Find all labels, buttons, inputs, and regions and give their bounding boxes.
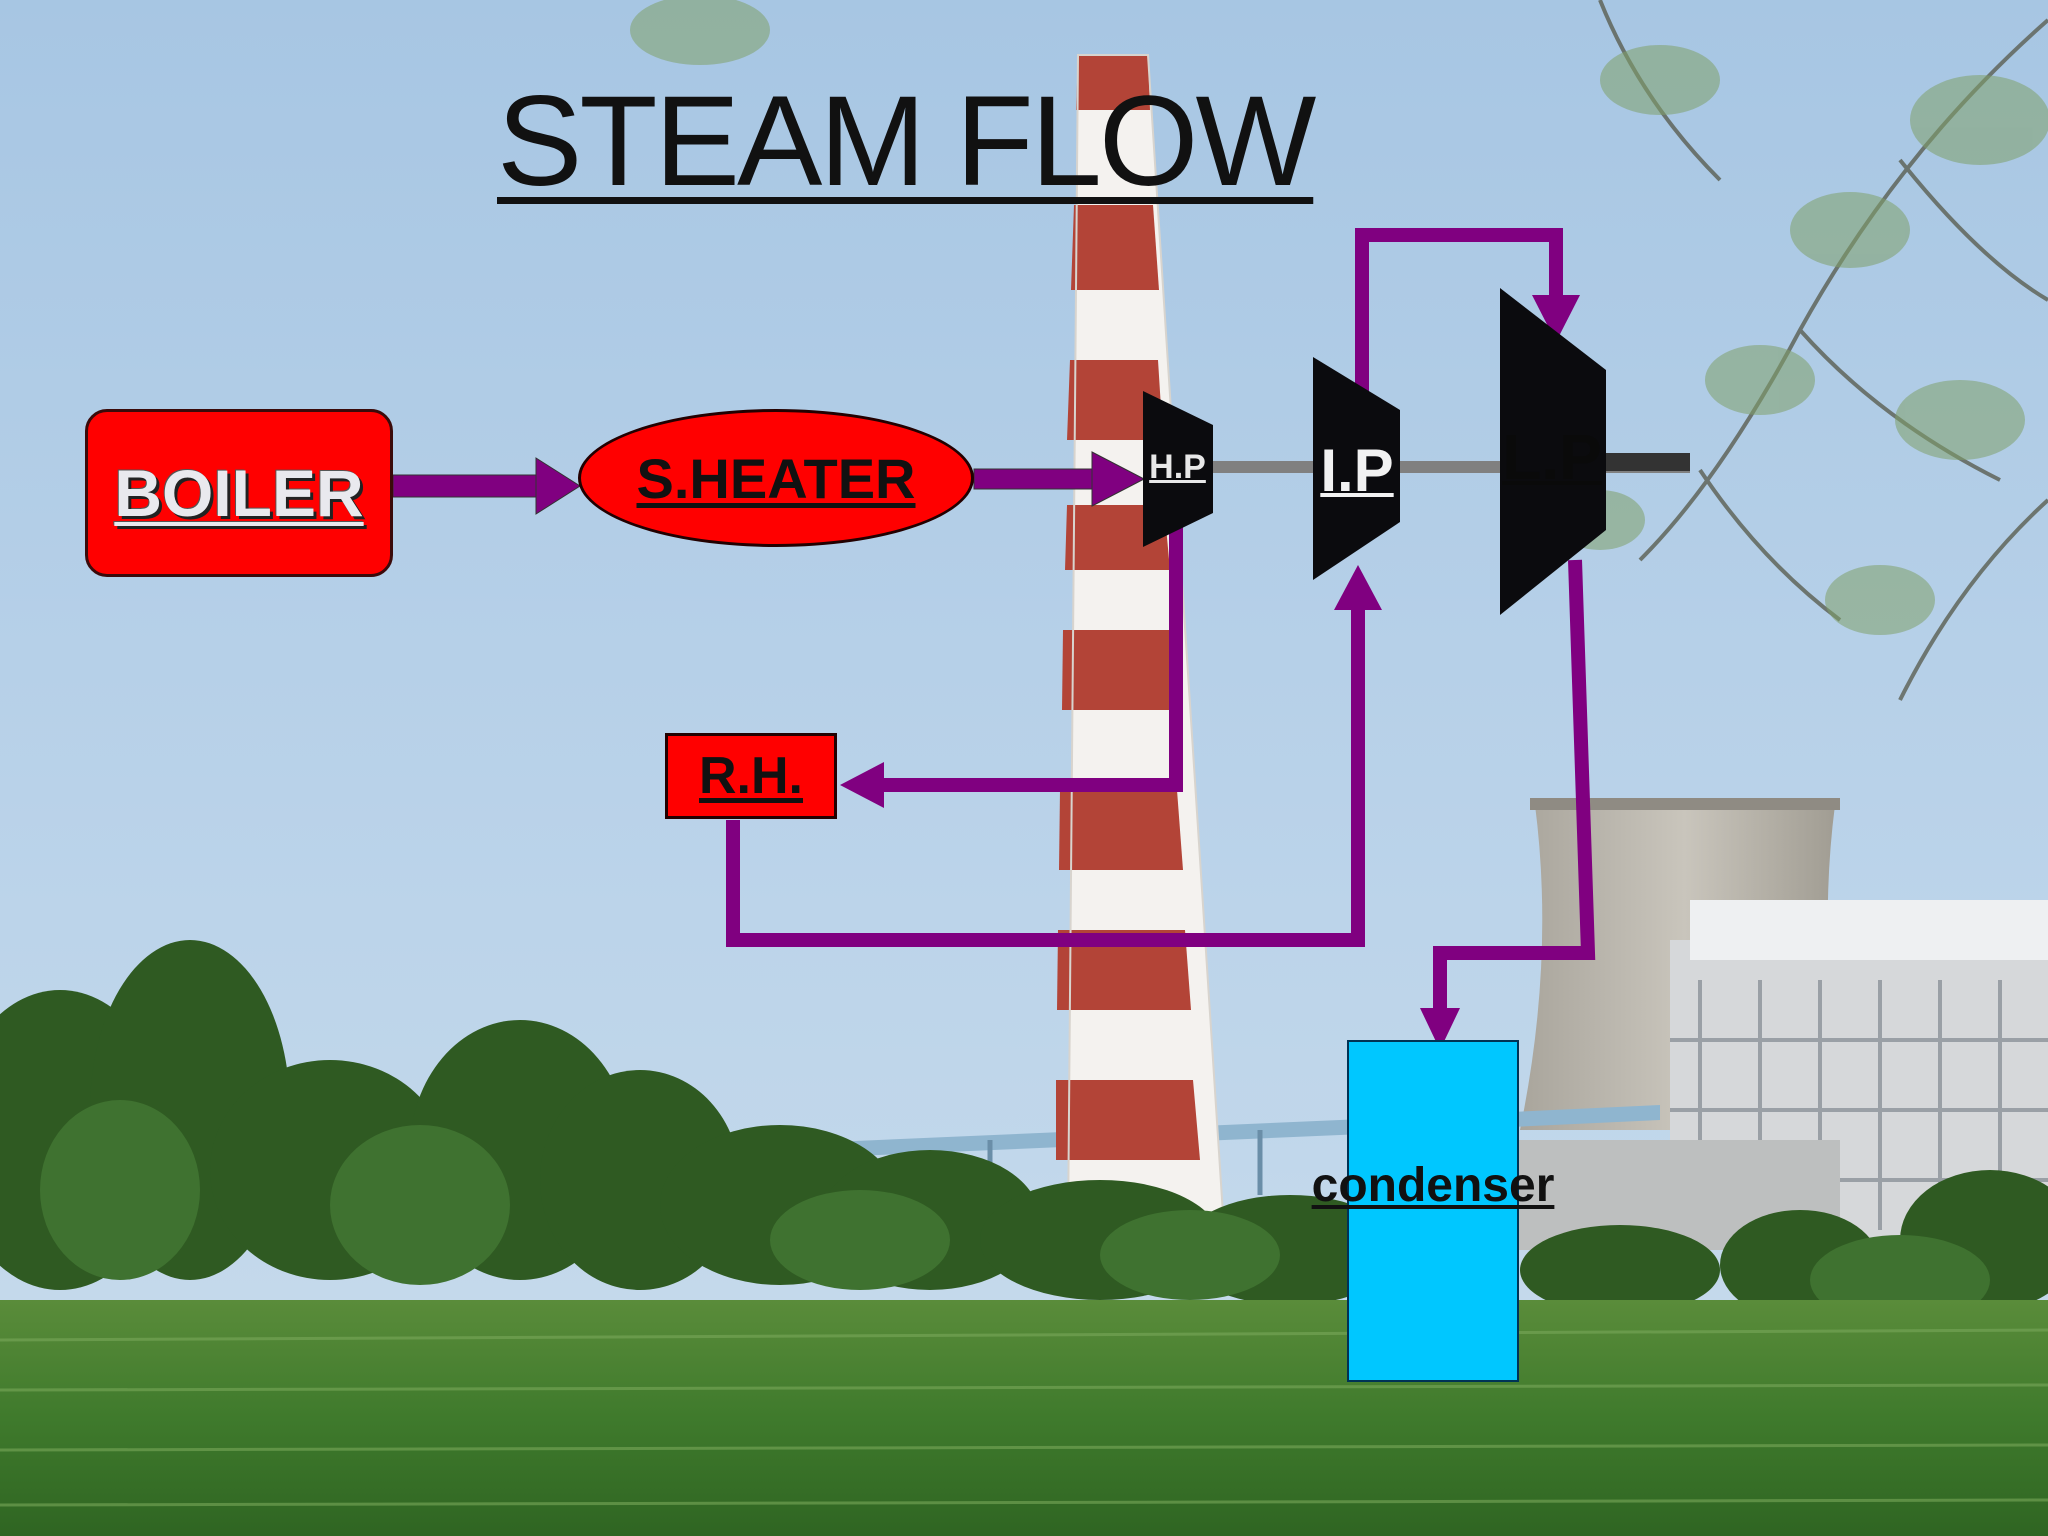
boiler-label: BOILER bbox=[114, 456, 364, 530]
hp-turbine bbox=[1143, 391, 1213, 547]
arrowhead-to-condenser bbox=[1420, 1008, 1460, 1050]
steam-flow-lines bbox=[726, 228, 1596, 1015]
hp-to-reheater-line bbox=[880, 520, 1183, 792]
boiler-box: BOILER bbox=[85, 409, 393, 577]
reheater-to-ip-line bbox=[726, 605, 1365, 947]
ip-turbine-label: I.P bbox=[1320, 437, 1394, 504]
ip-to-lp-line bbox=[1355, 228, 1563, 392]
page-title: STEAM FLOW bbox=[497, 70, 1316, 213]
lp-turbine-label: L.P bbox=[1502, 421, 1602, 493]
reheater-label: R.H. bbox=[699, 747, 803, 805]
arrowhead-to-reheater bbox=[840, 762, 884, 808]
reheater-box: R.H. bbox=[665, 733, 837, 819]
arrowhead-to-lp bbox=[1532, 295, 1580, 342]
condenser-label: condenser bbox=[1311, 1159, 1555, 1212]
arrow-superheater-to-hp bbox=[973, 451, 1146, 507]
condenser-box bbox=[1347, 1040, 1519, 1382]
lp-to-condenser-line bbox=[1433, 559, 1596, 1015]
arrowhead-to-ip bbox=[1334, 565, 1382, 610]
hp-turbine-label: H.P bbox=[1149, 448, 1206, 486]
arrow-boiler-to-superheater bbox=[392, 457, 581, 515]
ip-turbine bbox=[1313, 357, 1400, 580]
lp-turbine bbox=[1500, 288, 1606, 615]
turbine-shaft-end bbox=[1600, 453, 1690, 471]
superheater-ellipse: S.HEATER bbox=[578, 409, 974, 547]
superheater-label: S.HEATER bbox=[636, 446, 916, 510]
